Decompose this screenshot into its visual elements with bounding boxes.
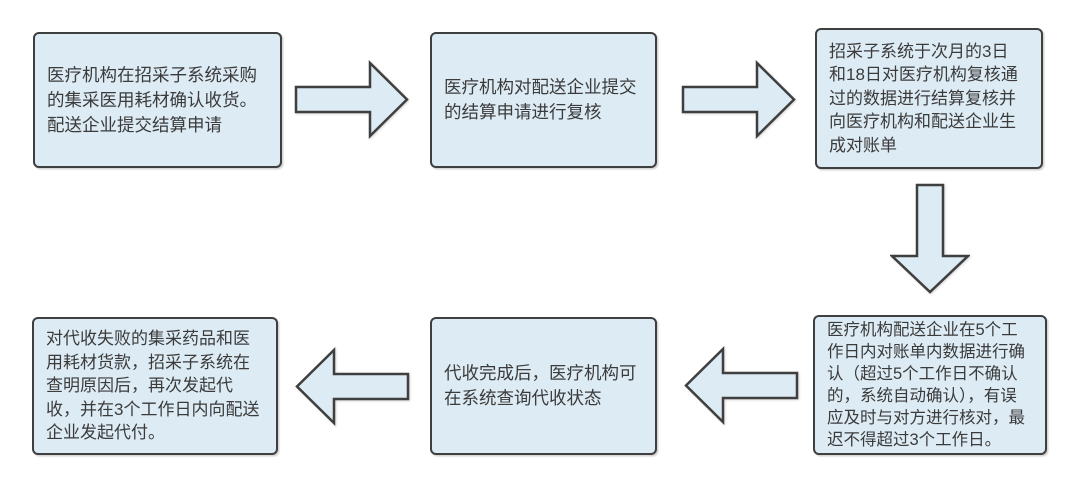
arrow-left-step4-to-step5-icon: [684, 346, 799, 425]
arrow-right-step2-to-step3-icon: [681, 60, 796, 139]
flow-step-3-text: 招采子系统于次月的3日 和18日对医疗机构复核通 过的数据进行结算复核并 向医疗…: [829, 41, 1018, 155]
flow-step-2: 医疗机构对配送企业提交 的结算申请进行复核: [430, 32, 657, 168]
flow-step-4-text: 医疗机构配送企业在5个工 作日内对账单内数据进行确 认（超过5个工作日不确认 的…: [827, 321, 1025, 449]
flow-step-3: 招采子系统于次月的3日 和18日对医疗机构复核通 过的数据进行结算复核并 向医疗…: [815, 28, 1043, 169]
flow-step-1-text: 医疗机构在招采子系统采购 的集采医用耗材确认收货。 配送企业提交结算申请: [47, 64, 257, 135]
arrow-down-step3-to-step4-icon: [890, 183, 970, 294]
flow-step-5-text: 代收完成后，医疗机构可 在系统查询代收状态: [444, 363, 637, 408]
flow-step-2-text: 医疗机构对配送企业提交 的结算申请进行复核: [444, 77, 637, 122]
flow-step-6: 对代收失败的集采药品和医 用耗材货款，招采子系统在 查明原因后，再次发起代 收，…: [32, 317, 278, 455]
flow-step-5: 代收完成后，医疗机构可 在系统查询代收状态: [430, 317, 657, 455]
arrow-left-step5-to-step6-icon: [295, 347, 410, 426]
flow-step-4: 医疗机构配送企业在5个工 作日内对账单内数据进行确 认（超过5个工作日不确认 的…: [813, 315, 1047, 455]
flow-step-6-text: 对代收失败的集采药品和医 用耗材货款，招采子系统在 查明原因后，再次发起代 收，…: [46, 329, 260, 443]
arrow-right-step1-to-step2-icon: [294, 60, 409, 139]
flow-step-1: 医疗机构在招采子系统采购 的集采医用耗材确认收货。 配送企业提交结算申请: [33, 32, 282, 168]
